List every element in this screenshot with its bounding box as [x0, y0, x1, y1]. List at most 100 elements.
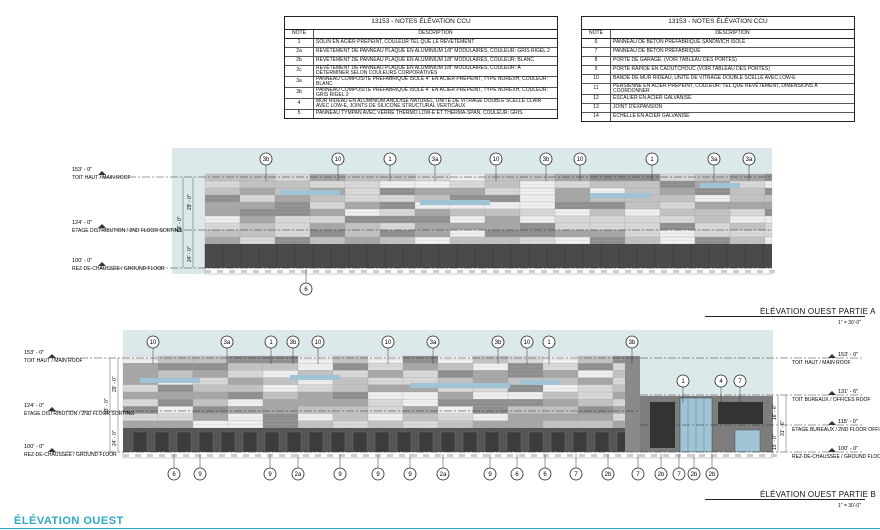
foundation-block — [745, 270, 751, 273]
level-marker — [48, 407, 56, 411]
dimension-text: 31' - 6" — [780, 420, 786, 436]
foundation-block — [255, 454, 261, 457]
tag-bubble — [263, 467, 277, 481]
tag-bubble — [569, 467, 583, 481]
foundation-block — [579, 454, 585, 457]
foundation-block — [447, 454, 453, 457]
level-elevation: 100' - 0" — [72, 258, 92, 264]
loading-door — [484, 431, 500, 453]
tag-label: 10 — [335, 157, 342, 163]
tag-label: 1 — [388, 157, 392, 163]
foundation-block — [313, 270, 319, 273]
foundation-block — [687, 454, 693, 457]
tag-label: 9 — [488, 472, 492, 478]
caption-part-b: ÉLÉVATION OUEST PARTIE B — [760, 490, 877, 499]
foundation-block — [265, 270, 271, 273]
tag-label: 2b — [605, 472, 612, 478]
col-desc-header: DESCRIPTION — [715, 30, 750, 36]
loading-door — [418, 431, 434, 453]
note-number: 12 — [582, 94, 611, 103]
tag-label: 2a — [440, 472, 447, 478]
ground-floor-panels — [205, 244, 772, 268]
col-note-header: NOTE — [285, 29, 314, 38]
foundation-block — [697, 270, 703, 273]
note-description: PANNEAU COMPOSITE PRÉFABRIQUÉ ISOLÉ 4" E… — [316, 75, 548, 87]
foundation-block — [639, 454, 645, 457]
loading-door — [198, 431, 214, 453]
foundation-block — [421, 270, 427, 273]
tag-label: 3a — [430, 340, 437, 346]
tag-label: 3a — [711, 157, 718, 163]
sheet-title: ÉLÉVATION OUEST — [14, 515, 124, 527]
note-number: 13 — [582, 103, 611, 112]
loading-door — [528, 431, 544, 453]
tag-bubble — [483, 467, 497, 481]
loading-door — [286, 431, 302, 453]
foundation-block — [529, 270, 535, 273]
loading-door — [506, 431, 522, 453]
foundation-block — [325, 270, 331, 273]
level-name: REZ-DE-CHAUSSÉE / GROUND FLOOR — [792, 453, 880, 460]
notes-title: 13153 - NOTES ÉLÉVATION CCU — [582, 17, 854, 30]
foundation-block — [591, 454, 597, 457]
foundation-block — [195, 454, 201, 457]
tag-bubble — [714, 374, 728, 388]
level-elevation: 124' - 0" — [24, 403, 44, 409]
foundation-block — [159, 454, 165, 457]
dimension-text: 53' - 0" — [177, 216, 183, 232]
foundation-block — [457, 270, 463, 273]
note-description: PANNEAU TYMPAN AVEC VERRE THERMO LOW-E E… — [316, 110, 523, 116]
tag-label: 9 — [198, 472, 202, 478]
glass-band — [520, 380, 560, 385]
note-description: REVÊTEMENT DE PANNEAU PLAQUE EN ALUMINIU… — [316, 64, 521, 76]
loading-door — [396, 431, 412, 453]
tag-bubble — [264, 335, 278, 349]
foundation-block — [565, 270, 571, 273]
foundation-block — [661, 270, 667, 273]
tag-bubble — [383, 152, 397, 166]
foundation-block — [423, 454, 429, 457]
loading-door — [330, 431, 346, 453]
foundation-block — [637, 270, 643, 273]
tag-bubble — [491, 335, 505, 349]
foundation-block — [289, 270, 295, 273]
tag-label: 2b — [658, 472, 665, 478]
tag-label: 10 — [150, 340, 157, 346]
level-name: REZ-DE-CHAUSSÉE / GROUND FLOOR — [72, 265, 165, 272]
note-number: 1 — [285, 38, 314, 47]
loading-door — [308, 431, 324, 453]
tag-label: 3b — [629, 340, 636, 346]
foundation-block — [649, 270, 655, 273]
foundation-block — [411, 454, 417, 457]
loading-door — [220, 431, 236, 453]
level-elevation: 100' - 0" — [24, 444, 44, 450]
level-name: REZ-DE-CHAUSSÉE / GROUND FLOOR — [24, 451, 117, 458]
dimension-text: 29' - 0" — [187, 194, 193, 210]
foundation-block — [279, 454, 285, 457]
foundation-block — [219, 454, 225, 457]
note-description: REVÊTEMENT DE PANNEAU PLAQUE EN ALUMINIU… — [316, 48, 550, 54]
tag-label: 10 — [493, 157, 500, 163]
foundation-block — [291, 454, 297, 457]
tag-label: 10 — [385, 340, 392, 346]
tag-bubble — [631, 467, 645, 481]
glass-band — [140, 378, 200, 383]
foundation-block — [517, 270, 523, 273]
foundation-block — [327, 454, 333, 457]
note-number: 9 — [582, 65, 611, 74]
level-elevation: 100' - 0" — [838, 446, 858, 452]
foundation-block — [507, 454, 513, 457]
tag-label: 9 — [268, 472, 272, 478]
tag-label: 2b — [709, 472, 716, 478]
level-elevation: 115' - 0" — [838, 419, 858, 425]
tag-bubble — [426, 335, 440, 349]
loading-door — [594, 431, 610, 453]
tag-label: 7 — [574, 472, 578, 478]
foundation-block — [495, 454, 501, 457]
tag-bubble — [542, 335, 556, 349]
tag-bubble — [601, 467, 615, 481]
